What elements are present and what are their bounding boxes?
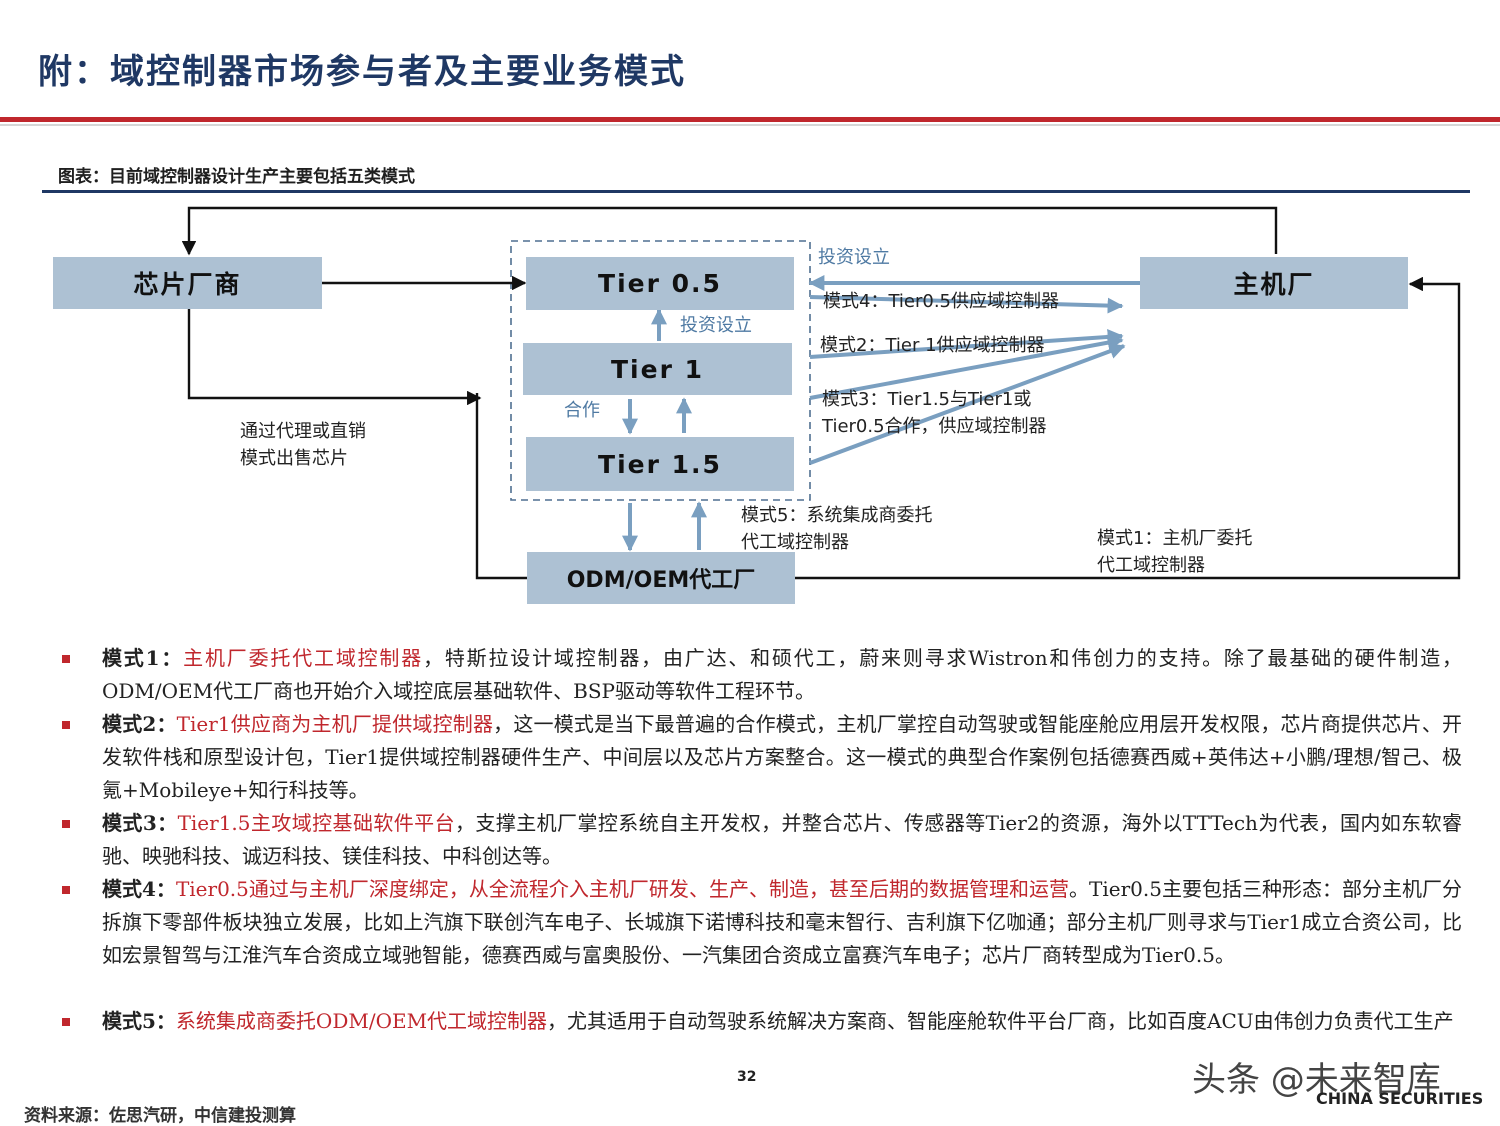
mode-tag: 模式4：	[102, 877, 176, 901]
mode-tag: 模式5：	[102, 1009, 176, 1033]
mode-highlight: Tier1.5主攻域控基础软件平台	[177, 811, 456, 835]
bullet-marker	[62, 886, 70, 894]
mode-description: ，这一模式是当下最普遍的合作模式，主机厂掌控自动驾驶或智能座舱应用层开发权限，芯…	[102, 712, 1463, 802]
chip-sale-label-line2: 模式出售芯片	[240, 448, 348, 469]
invest-label-top: 投资设立	[818, 247, 890, 268]
odm-label: ODM/OEM代工厂	[566, 568, 756, 593]
mode-description: ，尤其适用于自动驾驶系统解决方案商、智能座舱软件平台厂商，比如百度ACU由伟创力…	[547, 1009, 1454, 1033]
line-odm-to-chip	[475, 393, 527, 580]
mode-highlight: 主机厂委托代工域控制器	[183, 646, 424, 670]
bullet-mode3: 模式3：Tier1.5主攻域控基础软件平台，支撑主机厂掌控系统自主开发权，并整合…	[62, 807, 1462, 873]
bullet-text: 模式3：Tier1.5主攻域控基础软件平台，支撑主机厂掌控系统自主开发权，并整合…	[102, 807, 1462, 873]
oem-box: 主机厂	[1140, 257, 1408, 309]
title-divider-shadow	[0, 124, 1500, 126]
oem-label: 主机厂	[1233, 270, 1315, 299]
mode-description: 。Tier0.5主要包括三种形态：部分主机厂分拆旗下零部件板块独立发展，比如上汽…	[102, 877, 1462, 967]
mode-tag: 模式2：	[102, 712, 177, 736]
bullet-marker	[62, 721, 70, 729]
bullet-mode1: 模式1：主机厂委托代工域控制器，特斯拉设计域控制器，由广达、和硕代工，蔚来则寻求…	[62, 642, 1462, 708]
bullet-mode5: 模式5：系统集成商委托ODM/OEM代工域控制器，尤其适用于自动驾驶系统解决方案…	[62, 1005, 1462, 1038]
arrow-mode3a	[809, 334, 1124, 400]
mode1-label-line2: 代工域控制器	[1097, 555, 1205, 576]
arrow-chip-to-tiers	[187, 309, 482, 406]
bullet-marker	[62, 820, 70, 828]
caption-divider	[42, 190, 1470, 193]
bullet-text: 模式2：Tier1供应商为主机厂提供域控制器，这一模式是当下最普遍的合作模式，主…	[102, 708, 1462, 807]
arrow-oem-to-chip	[181, 206, 1278, 256]
brand-name: CHINA SECURITIES	[1316, 1089, 1484, 1108]
chip-maker-box: 芯片厂商	[53, 257, 322, 309]
bullet-mode4: 模式4：Tier0.5通过与主机厂深度绑定，从全流程介入主机厂研发、生产、制造，…	[62, 873, 1462, 972]
bullet-mode2: 模式2：Tier1供应商为主机厂提供域控制器，这一模式是当下最普遍的合作模式，主…	[62, 708, 1462, 807]
tier15-box: Tier 1.5	[526, 437, 794, 491]
tier-group-frame	[510, 240, 811, 501]
chip-sale-label-line1: 通过代理或直销	[240, 421, 366, 442]
tier05-box: Tier 0.5	[526, 257, 794, 310]
mode2-label: 模式2：Tier 1供应域控制器	[820, 335, 1045, 356]
mode3-label-line2: Tier0.5合作，供应域控制器	[822, 416, 1047, 437]
mode1-label-line1: 模式1：主机厂委托	[1097, 528, 1253, 549]
invest-label-mid: 投资设立	[680, 315, 752, 336]
mode-tag: 模式1：	[102, 646, 184, 670]
page-title: 附：域控制器市场参与者及主要业务模式	[38, 52, 686, 92]
mode3-label-line1: 模式3：Tier1.5与Tier1或	[822, 389, 1032, 410]
cooperate-label: 合作	[564, 400, 600, 421]
mode-description: ，支撑主机厂掌控系统自主开发权，并整合芯片、传感器等Tier2的资源，海外以TT…	[102, 811, 1463, 868]
mode5-label-line1: 模式5：系统集成商委托	[741, 505, 933, 526]
tier15-label: Tier 1.5	[598, 449, 722, 479]
chip-maker-label: 芯片厂商	[133, 270, 242, 299]
mode-tag: 模式3：	[102, 811, 178, 835]
diagram-connectors	[181, 206, 1461, 580]
mode-description: ，特斯拉设计域控制器，由广达、和硕代工，蔚来则寻求Wistron和伟创力的支持。…	[102, 646, 1463, 703]
mode4-label: 模式4：Tier0.5供应域控制器	[823, 291, 1059, 312]
source-note: 资料来源：佐思汽研，中信建投测算	[24, 1106, 296, 1126]
tier05-label: Tier 0.5	[598, 269, 722, 298]
bullet-marker	[62, 1018, 70, 1026]
bullet-marker	[62, 655, 70, 663]
page-number: 32	[737, 1069, 757, 1085]
bullet-text: 模式1：主机厂委托代工域控制器，特斯拉设计域控制器，由广达、和硕代工，蔚来则寻求…	[102, 642, 1462, 708]
mode-highlight: Tier0.5通过与主机厂深度绑定，从全流程介入主机厂研发、生产、制造，甚至后期…	[175, 877, 1069, 901]
mode-highlight: 系统集成商委托ODM/OEM代工域控制器	[175, 1009, 548, 1033]
tier1-box: Tier 1	[523, 343, 792, 395]
bullet-text: 模式4：Tier0.5通过与主机厂深度绑定，从全流程介入主机厂研发、生产、制造，…	[102, 873, 1462, 972]
figure-caption: 图表：目前域控制器设计生产主要包括五类模式	[58, 167, 415, 187]
arrow-mode2	[809, 328, 1124, 359]
arrow-mode4	[809, 295, 1124, 314]
title-divider	[0, 117, 1500, 122]
watermark: 头条 @未来智库	[1192, 1060, 1441, 1100]
odm-box: ODM/OEM代工厂	[527, 552, 795, 604]
bullet-text: 模式5：系统集成商委托ODM/OEM代工域控制器，尤其适用于自动驾驶系统解决方案…	[102, 1005, 1462, 1038]
tier1-label: Tier 1	[610, 354, 704, 384]
mode5-label-line2: 代工域控制器	[741, 532, 849, 553]
arrow-mode3b	[809, 343, 1126, 465]
arrow-odm-to-oem	[795, 276, 1461, 580]
mode-highlight: Tier1供应商为主机厂提供域控制器	[176, 712, 494, 736]
